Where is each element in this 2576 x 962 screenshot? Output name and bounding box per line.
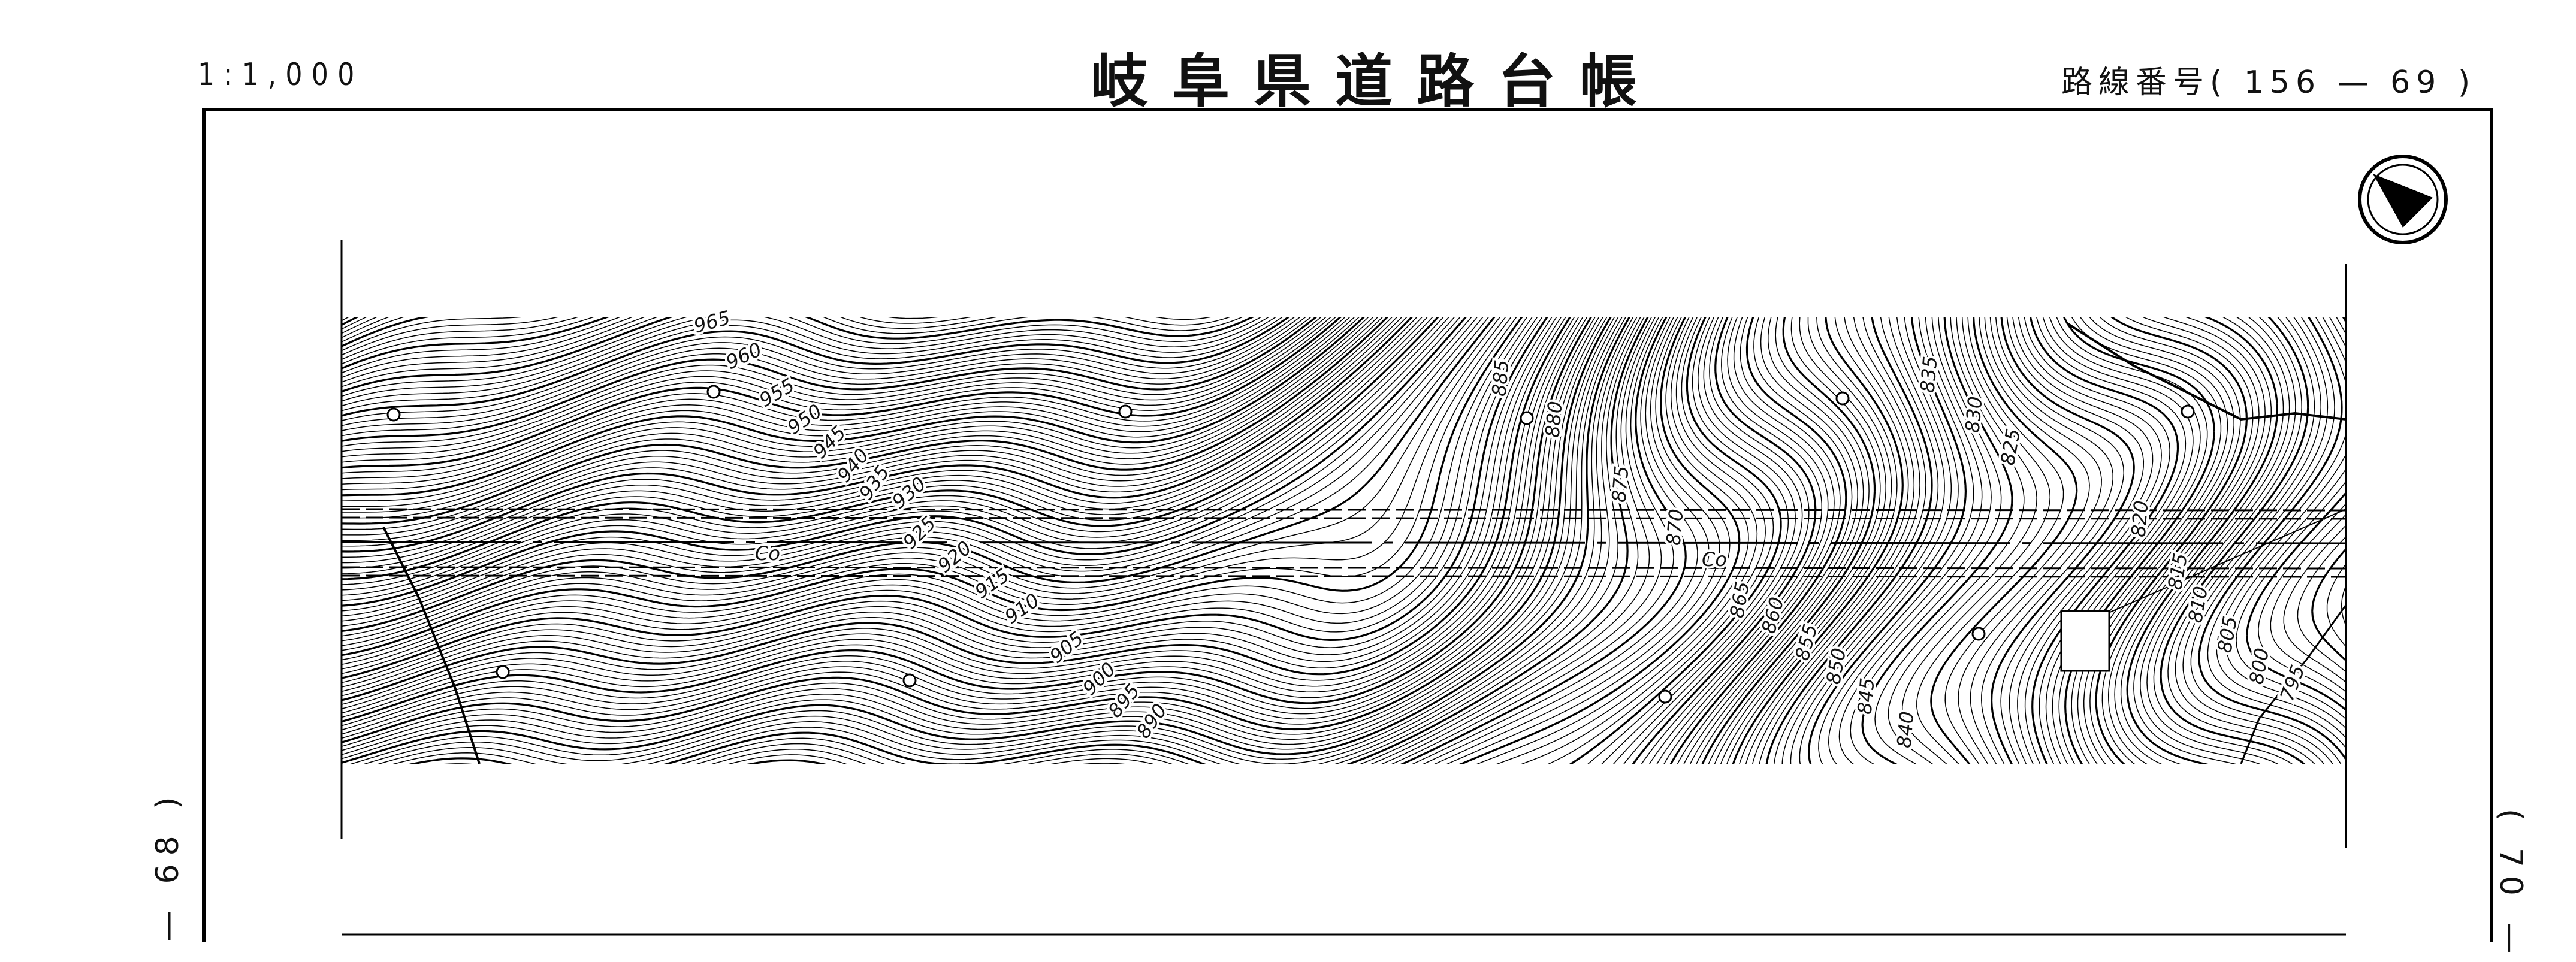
- contour-line: [336, 311, 1569, 697]
- contour-label: 855: [1790, 622, 1822, 663]
- contour-line: [2168, 311, 2322, 773]
- contour-line: [2154, 311, 2303, 773]
- contour-line: [336, 311, 1284, 408]
- structure: [2061, 611, 2109, 671]
- road-surface-label: Co: [755, 542, 780, 565]
- contour-label: 880: [1541, 400, 1566, 438]
- contour-label: 875: [1607, 465, 1633, 503]
- contour-label: 830: [1961, 395, 1986, 434]
- contour-label: 965: [691, 306, 733, 338]
- boundary-line: [2067, 323, 2346, 419]
- road-edge-line: [342, 567, 2346, 568]
- contour-line: [336, 311, 1476, 612]
- contour-line: [2270, 311, 2355, 700]
- contour-label: 870: [1662, 508, 1687, 546]
- index-contour-line: [336, 311, 369, 328]
- contour-label: 900: [1078, 658, 1120, 700]
- contour-line: [336, 311, 580, 358]
- contour-label: 845: [1853, 677, 1879, 715]
- contour-label: 915: [971, 564, 1014, 603]
- tree-symbol-icon: [497, 666, 509, 678]
- contour-label: 960: [723, 338, 765, 374]
- contour-line: [1958, 311, 2101, 773]
- tree-symbol-icon: [904, 674, 916, 686]
- road-surface-label: Co: [1702, 548, 1727, 571]
- tree-symbol-icon: [388, 409, 400, 421]
- road-map: 9659609559509459409359309259209159109059…: [0, 0, 2576, 942]
- contour-label: 795: [2275, 662, 2309, 704]
- contour-label: 860: [1757, 595, 1789, 636]
- contour-label: 800: [2245, 646, 2273, 686]
- contour-label: 840: [1892, 710, 1918, 749]
- tree-symbol-icon: [1973, 628, 1985, 640]
- contour-label: 885: [1487, 359, 1513, 397]
- contour-label: 910: [1001, 589, 1044, 628]
- contour-line: [336, 311, 405, 341]
- contour-label: 810: [2184, 585, 2212, 625]
- road-centerline: [342, 542, 2346, 543]
- contour-label: 850: [1822, 646, 1850, 686]
- tree-symbol-icon: [1659, 691, 1671, 703]
- contour-label: 820: [2127, 500, 2152, 538]
- index-contour-line: [336, 311, 1499, 632]
- contour-line: [336, 311, 351, 320]
- contour-line: [2069, 311, 2221, 773]
- contour-label: 835: [1916, 355, 1941, 394]
- index-contour-line: [1931, 311, 2077, 773]
- north-arrow-icon: [2360, 156, 2446, 243]
- survey-line: [2085, 509, 2346, 623]
- contour-line: [2077, 311, 2227, 773]
- index-contour-line: [336, 311, 1263, 394]
- contour-line: [2342, 569, 2355, 641]
- tree-symbol-icon: [708, 386, 720, 398]
- road-edge-line: [342, 509, 2346, 510]
- contour-line: [336, 311, 1438, 574]
- tree-symbol-icon: [1837, 392, 1849, 404]
- contour-line: [2183, 311, 2338, 773]
- road-edge-line: [342, 518, 2346, 519]
- tree-symbol-icon: [1521, 412, 1533, 424]
- tree-symbol-icon: [2182, 406, 2194, 418]
- tree-symbol-icon: [1119, 406, 1131, 418]
- contour-label: 825: [1996, 427, 2025, 467]
